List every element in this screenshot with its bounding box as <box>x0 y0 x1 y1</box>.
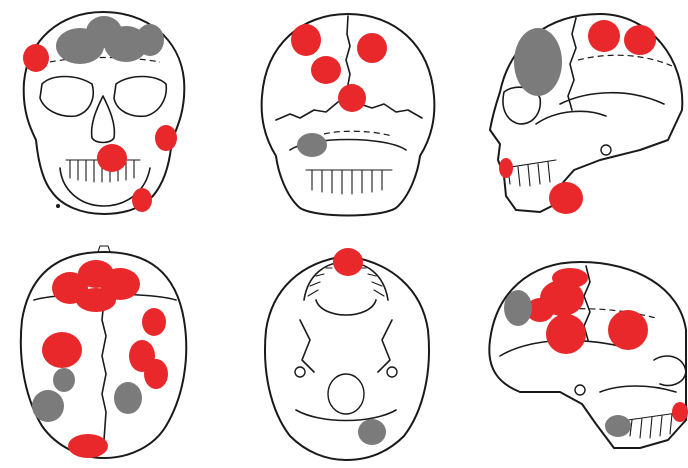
red-marker <box>23 44 49 72</box>
right-lateral-skull-outline <box>489 262 686 448</box>
red-marker <box>624 25 656 55</box>
right-lateral-ear-canal <box>575 385 585 395</box>
posterior-view-panel <box>262 14 435 216</box>
red-marker <box>588 20 620 52</box>
inferior-foramen-magnum <box>328 374 364 414</box>
gray-marker <box>136 24 164 56</box>
red-marker <box>42 332 82 368</box>
red-marker <box>142 308 166 336</box>
inferior-foramen-left <box>295 367 305 377</box>
gray-marker <box>297 133 327 157</box>
gray-marker <box>114 382 142 414</box>
red-marker <box>291 24 321 56</box>
inferior-skull-outline <box>265 256 429 460</box>
gray-marker <box>504 290 532 326</box>
red-marker <box>672 402 688 422</box>
inferior-view-panel <box>265 248 429 460</box>
red-marker <box>549 182 583 214</box>
left-lateral-ear-canal <box>601 145 611 155</box>
red-marker <box>97 144 127 172</box>
left-lateral-view-panel <box>490 14 682 214</box>
red-marker <box>68 434 108 458</box>
red-marker <box>132 188 152 212</box>
red-marker <box>144 359 168 389</box>
superior-view-panel <box>21 246 186 458</box>
inferior-foramen-right <box>387 367 397 377</box>
red-marker <box>357 33 387 63</box>
gray-marker <box>605 415 631 437</box>
frontal-foramen-dot <box>56 204 60 208</box>
red-marker <box>333 248 363 276</box>
gray-marker <box>358 419 386 445</box>
red-marker <box>608 310 648 350</box>
red-marker <box>499 158 513 178</box>
red-marker <box>311 56 341 84</box>
gray-marker <box>514 28 562 96</box>
gray-marker <box>32 390 64 422</box>
right-lateral-view-panel <box>489 262 688 448</box>
red-marker <box>546 314 586 354</box>
red-marker <box>338 84 366 112</box>
red-marker <box>155 125 177 151</box>
frontal-view-panel <box>23 12 184 214</box>
gray-marker <box>53 368 75 392</box>
red-marker <box>76 288 116 312</box>
